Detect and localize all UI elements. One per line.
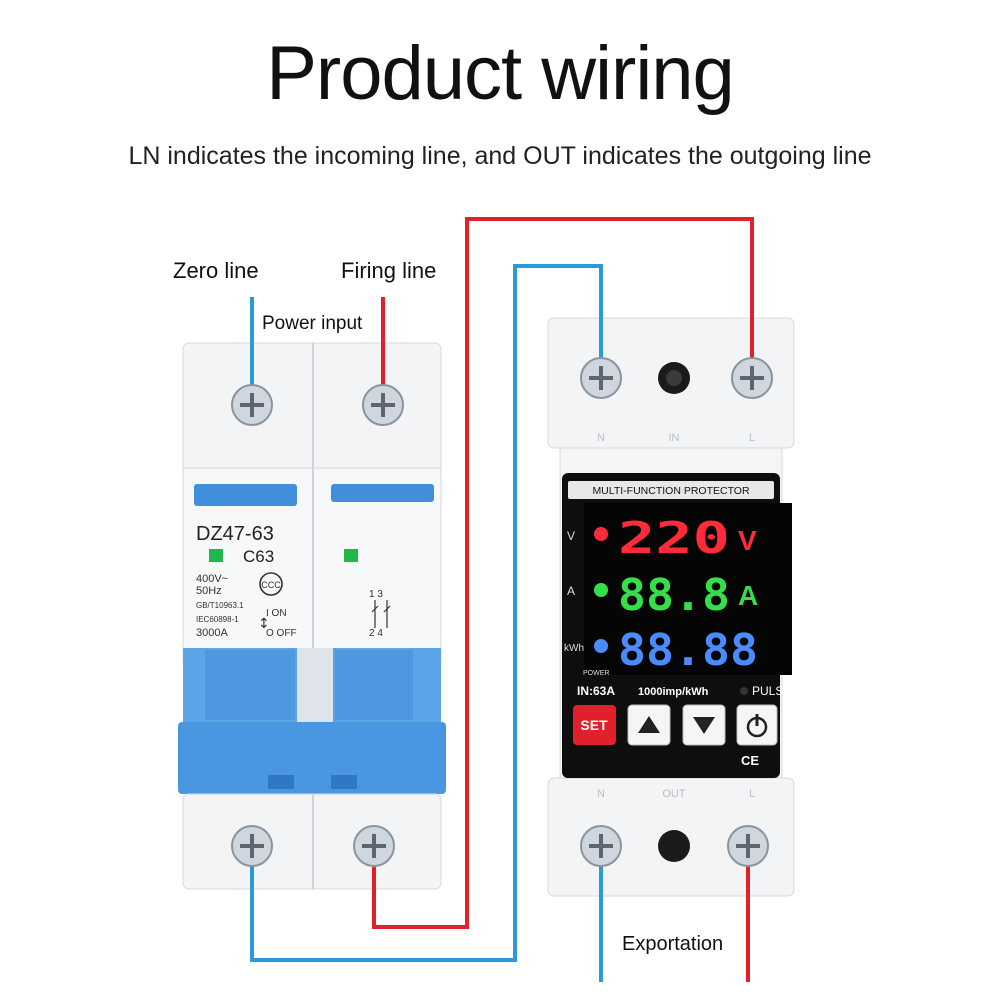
protector-header: MULTI-FUNCTION PROTECTOR xyxy=(592,485,750,497)
screw-icon xyxy=(580,825,622,867)
breaker-model: DZ47-63 xyxy=(196,523,274,545)
up-button[interactable] xyxy=(627,704,671,746)
screw-icon xyxy=(580,357,622,399)
down-arrow-icon xyxy=(693,717,715,734)
ccc-mark: CCC xyxy=(261,580,281,590)
screw-icon xyxy=(727,825,769,867)
on-off-arrow-icon: ↕ xyxy=(258,616,270,632)
energy-indicator-icon xyxy=(594,639,608,653)
voltage-unit: V xyxy=(738,525,757,556)
firing-line-label: Firing line xyxy=(341,258,437,283)
terminal-top-n: N xyxy=(597,432,605,444)
side-label-v: V xyxy=(567,529,575,543)
page-subtitle: LN indicates the incoming line, and OUT … xyxy=(128,142,872,170)
energy-reading: 88.88 xyxy=(618,625,758,676)
neutral-link-wire xyxy=(250,264,603,962)
breaker-poles-bottom: 2 4 xyxy=(369,628,383,639)
protector-imp: 1000imp/kWh xyxy=(638,686,709,698)
voltage-indicator-icon xyxy=(594,527,608,541)
set-button-label: SET xyxy=(580,717,608,733)
voltage-reading: 220 xyxy=(618,513,730,564)
power-input-label: Power input xyxy=(262,313,363,334)
side-label-kwh: kWh xyxy=(564,643,584,654)
screw-icon xyxy=(353,825,395,867)
current-reading: 88.8 xyxy=(618,570,730,621)
screw-icon xyxy=(231,825,273,867)
page-title: Product wiring xyxy=(266,31,735,116)
zero-line-label: Zero line xyxy=(173,258,259,283)
breaker-poles-top: 1 3 xyxy=(369,589,383,600)
terminal-bottom-l: L xyxy=(749,788,755,800)
screw-icon xyxy=(231,384,273,426)
pole-symbol-icon xyxy=(371,600,391,628)
breaker-on-label: I ON xyxy=(266,608,287,619)
terminal-top-l: L xyxy=(749,432,755,444)
down-button[interactable] xyxy=(682,704,726,746)
breaker-spec-1: 400V~ xyxy=(196,573,228,585)
screw-icon xyxy=(362,384,404,426)
wires xyxy=(250,217,754,982)
breaker-rating: C63 xyxy=(243,547,274,566)
terminal-bottom-n: N xyxy=(597,788,605,800)
current-indicator-icon xyxy=(594,583,608,597)
live-link-wire xyxy=(372,217,754,929)
current-unit: A xyxy=(738,580,758,611)
exportation-label: Exportation xyxy=(622,933,724,955)
side-label-a: A xyxy=(567,584,575,598)
up-arrow-icon xyxy=(638,716,660,733)
power-label: POWER xyxy=(583,670,609,677)
terminal-bottom-out: OUT xyxy=(662,788,686,800)
breaker-off-label: O OFF xyxy=(266,628,297,639)
screw-icon xyxy=(731,357,773,399)
power-button[interactable] xyxy=(736,704,778,746)
breaker-spec-3: GB/T10963.1 xyxy=(196,601,244,610)
ce-mark: CE xyxy=(741,753,759,768)
set-button[interactable]: SET xyxy=(573,705,616,745)
circuit-breaker: CCC xyxy=(178,342,446,890)
protector-rating: IN:63A xyxy=(577,684,615,698)
pulse-label: PULSE xyxy=(752,684,791,698)
screw-terminals xyxy=(231,357,773,867)
breaker-spec-2: 50Hz xyxy=(196,585,222,597)
breaker-spec-4: IEC60898-1 xyxy=(196,615,239,624)
terminal-top-in: IN xyxy=(669,432,680,444)
breaker-spec-5: 3000A xyxy=(196,627,228,639)
